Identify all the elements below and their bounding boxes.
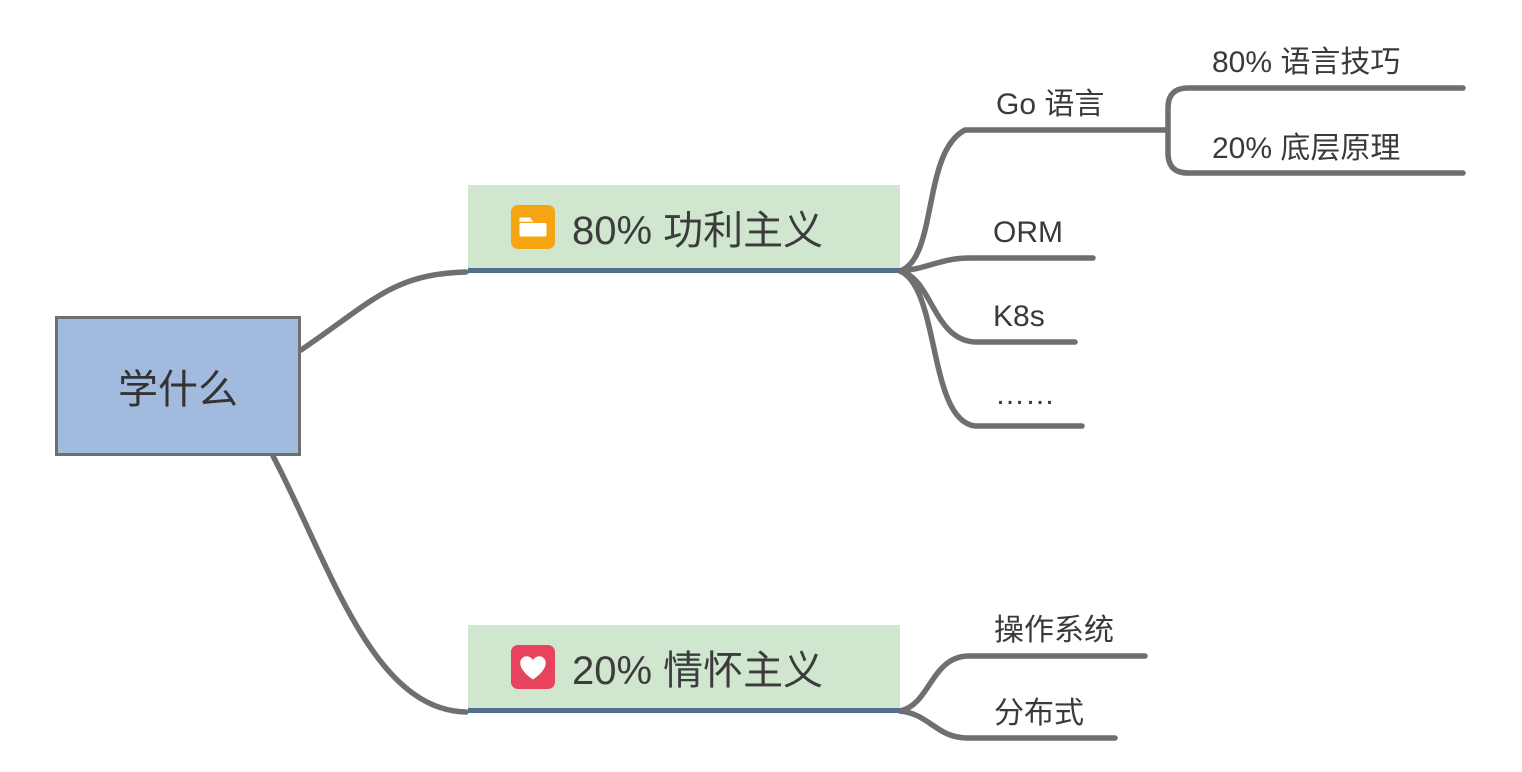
topic-language-skills[interactable]: 80% 语言技巧 (1212, 46, 1401, 79)
branch-node-utilitarian[interactable]: 80% 功利主义 (468, 185, 900, 273)
edge-branch-to-go (897, 127, 1171, 274)
edge-branch-to-os (897, 653, 1148, 714)
topic-more[interactable]: …… (995, 378, 1055, 411)
topic-go-language[interactable]: Go 语言 (996, 88, 1105, 121)
edge-root-to-branch-utilitarian (298, 269, 469, 353)
edge-branch-to-distributed (897, 708, 1118, 741)
branch-label: 20% 情怀主义 (572, 648, 824, 693)
branch-label: 80% 功利主义 (572, 208, 824, 253)
topic-low-level-principles[interactable]: 20% 底层原理 (1212, 132, 1401, 165)
root-node[interactable]: 学什么 (55, 316, 301, 456)
topic-operating-systems[interactable]: 操作系统 (994, 614, 1114, 647)
branch-node-idealism[interactable]: 20% 情怀主义 (468, 625, 900, 713)
edge-branch-to-orm (897, 255, 1096, 274)
edge-branch-to-more (897, 268, 1085, 429)
heart-icon (511, 644, 555, 689)
edge-root-to-branch-idealism (270, 453, 469, 715)
topic-k8s[interactable]: K8s (993, 300, 1045, 333)
edge-go-to-subtopics (1165, 85, 1466, 176)
topic-distributed-systems[interactable]: 分布式 (994, 697, 1084, 730)
folder-icon (511, 204, 555, 249)
root-label: 学什么 (118, 368, 238, 412)
topic-orm[interactable]: ORM (993, 216, 1063, 249)
